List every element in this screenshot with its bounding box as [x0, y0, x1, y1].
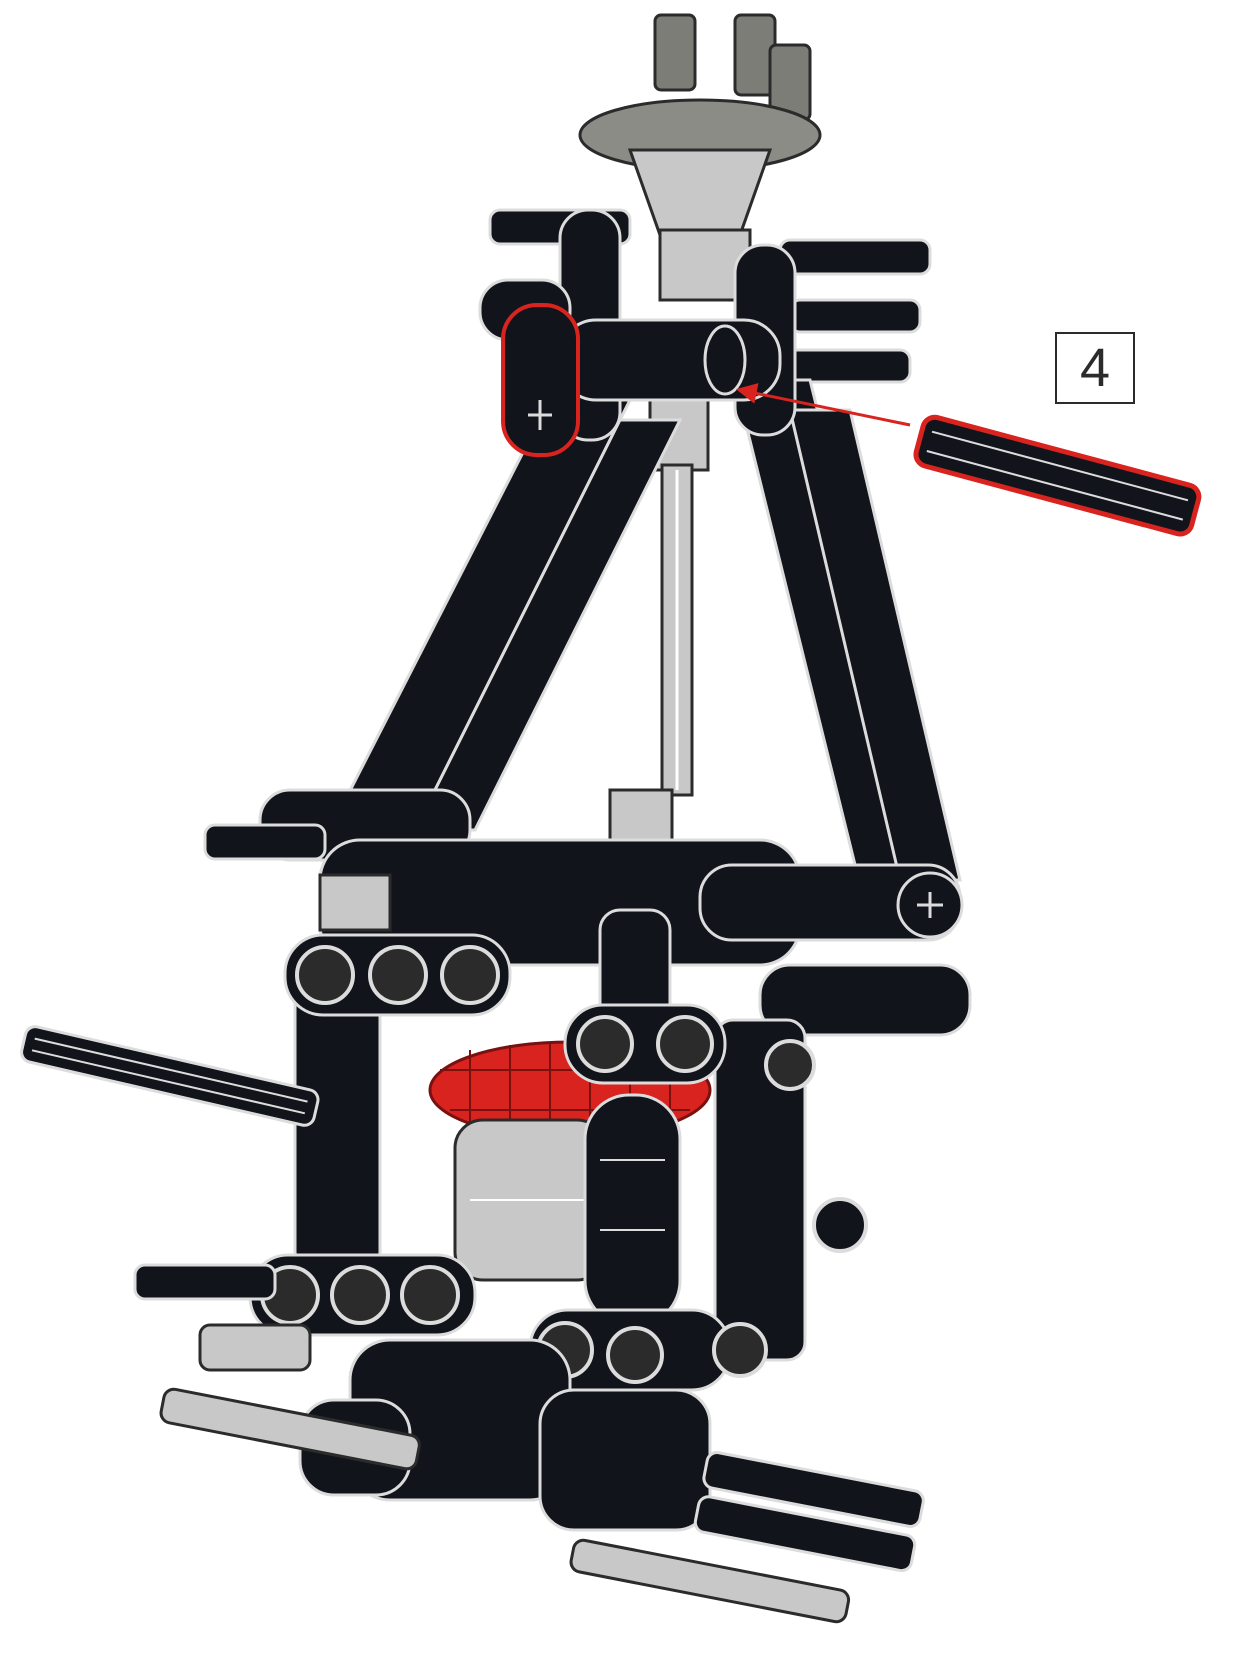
bottom-assembly: [133, 1263, 925, 1624]
new-axle: [735, 383, 1202, 537]
step-number: 4: [1079, 338, 1111, 398]
left-axle: [20, 1025, 320, 1127]
step-number-box: 4: [1055, 332, 1135, 404]
liftarm-upper: [283, 933, 816, 1091]
liftarm-lower: [248, 1197, 868, 1392]
insertion-arrow: [735, 383, 911, 427]
a-frame-legs: [332, 378, 962, 887]
vertical-beam: [583, 1093, 682, 1327]
highlighted-beam: [501, 303, 580, 457]
motor: [453, 1118, 607, 1282]
side-frames: [293, 908, 807, 1362]
